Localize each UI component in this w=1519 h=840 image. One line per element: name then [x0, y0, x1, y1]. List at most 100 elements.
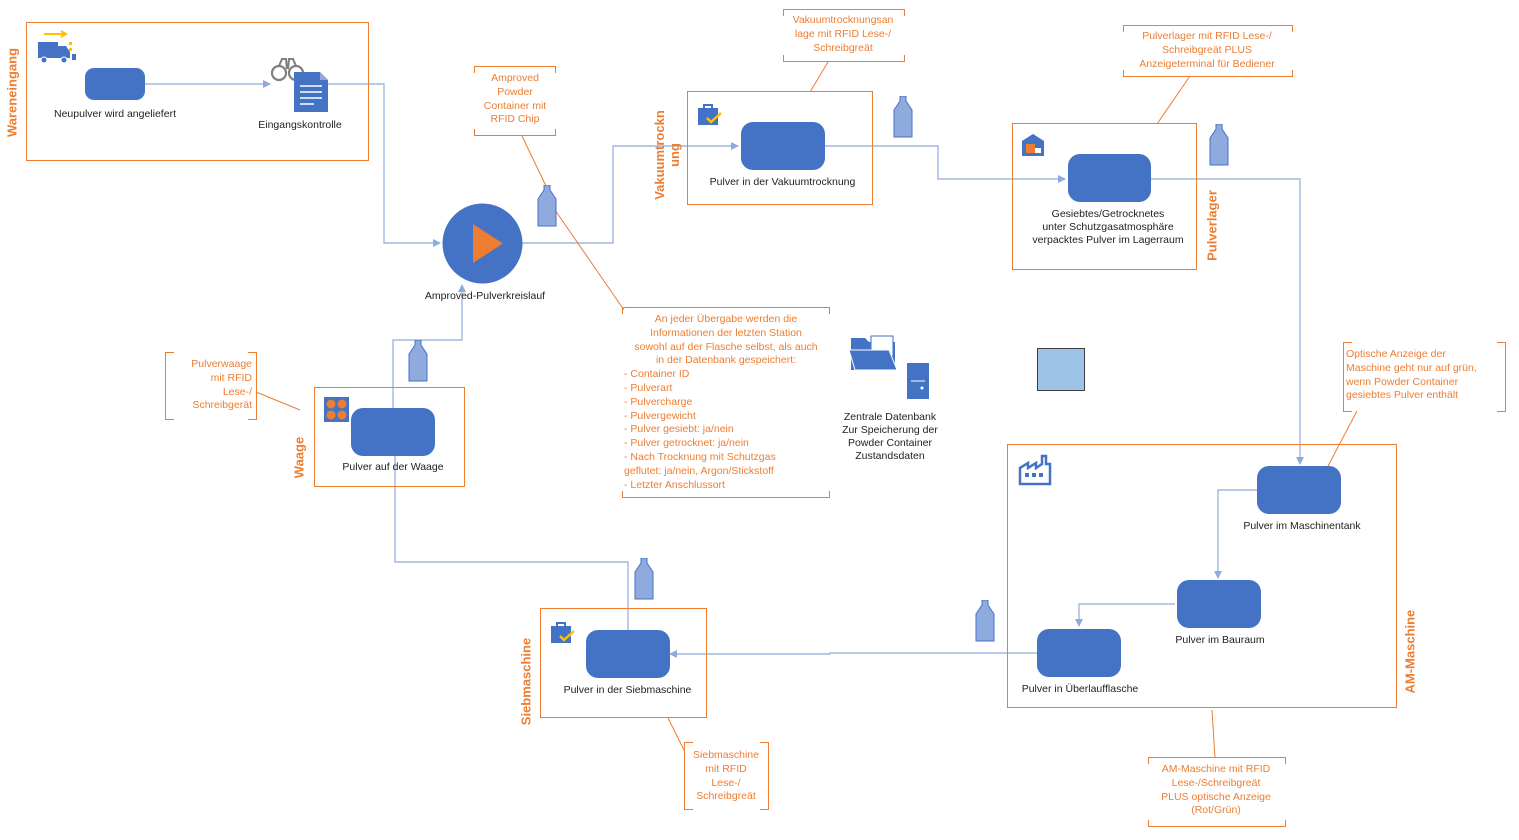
list-item: - Letzter Anschlussort [624, 478, 725, 491]
truck-icon [36, 30, 78, 66]
leader-am-rfid [1211, 709, 1216, 759]
play-icon[interactable] [442, 203, 523, 284]
process-maschinentank-label: Pulver im Maschinentank [1243, 520, 1361, 532]
process-sieb-label: Pulver in der Siebmaschine [563, 684, 692, 696]
list-item: - Nach Trocknung mit Schutzgas geflutet:… [624, 450, 776, 477]
list-item: - Pulver gesiebt: ja/nein [624, 423, 734, 436]
flow-lager-to-tank [1151, 178, 1304, 465]
process-lager[interactable] [1068, 154, 1151, 202]
note-uebergabe: An jeder Übergabe werden die Information… [624, 313, 830, 492]
note-optisch: Optische Anzeige der Maschine geht nur a… [1346, 348, 1477, 402]
process-neupulver-label: Neupulver wird angeliefert [54, 108, 176, 120]
flow-ueberlauf-to-sieb [669, 650, 1037, 658]
note-container: Amproved Powder Container mit RFID Chip [483, 72, 547, 126]
group-vakuumtrocknung [687, 91, 873, 205]
process-ueberlauf[interactable] [1037, 629, 1121, 677]
group-siebmaschine [540, 608, 707, 718]
leader-container [521, 135, 547, 187]
leader-lager-rfid [1156, 75, 1191, 125]
process-waage[interactable] [351, 408, 435, 456]
note-lager-bracket-top [1123, 25, 1293, 32]
process-ueberlauf-label: Pulver in Überlaufflasche [1021, 683, 1139, 695]
bottle-icon [1209, 124, 1229, 166]
note-waage-rfid: Pulverwaage mit RFID Lese-/ Schreibgerät [191, 358, 252, 412]
scale-icon [324, 397, 349, 422]
warehouse-icon [1021, 133, 1047, 157]
note-vakuum-bracket-top [783, 9, 905, 16]
process-eingangskontrolle-label: Eingangskontrolle [258, 119, 342, 131]
group-pulverlager [1012, 123, 1197, 270]
status-square [1037, 348, 1085, 391]
flow-sieb-to-waage [394, 456, 629, 630]
process-vakuum[interactable] [741, 122, 825, 170]
process-kreislauf-label: Amproved-Pulverkreislauf [424, 290, 546, 302]
flow-tank-to-bauraum [1214, 489, 1257, 579]
process-bauraum-label: Pulver im Bauraum [1175, 634, 1265, 646]
note-vakuum-bracket-bottom [783, 55, 905, 62]
process-datenbank-label: Zentrale Datenbank Zur Speicherung der P… [842, 411, 938, 462]
leader-container-to-uebergabe [554, 209, 625, 311]
group-wareneingang [26, 22, 369, 161]
group-vakuumtrocknung-title: Vakuumtrockn ung [652, 110, 682, 200]
leader-vakuum-rfid [809, 61, 829, 93]
note-waage-bracket-right [248, 352, 257, 420]
server-icon [906, 363, 930, 399]
note-uebergabe-bracket-top [622, 307, 830, 314]
note-uebergabe-bracket-bottom [622, 491, 830, 498]
list-item: - Pulverart [624, 381, 673, 394]
note-waage-bracket-left [165, 352, 174, 420]
leader-waage-rfid [255, 391, 301, 411]
note-vakuum-rfid: Vakuumtrocknungsan lage mit RFID Lese-/ … [792, 14, 894, 54]
process-lager-label: Gesiebtes/Getrocknetes unter Schutzgasat… [1032, 208, 1184, 246]
group-am-maschine-title: AM-Maschine [1402, 609, 1418, 694]
process-waage-label: Pulver auf der Waage [342, 461, 444, 473]
note-sieb-bracket-left [684, 742, 693, 810]
flow-kreislauf-to-vakuum [522, 142, 739, 244]
note-am-rfid: AM-Maschine mit RFID Lese-/Schreibgreät … [1161, 763, 1271, 817]
note-am-bracket-top [1148, 757, 1286, 764]
bag-check-icon [697, 102, 723, 126]
note-am-bracket-bottom [1148, 820, 1286, 827]
bottle-icon [537, 185, 557, 227]
process-vakuum-label: Pulver in der Vakuumtrocknung [709, 176, 856, 188]
note-optisch-bracket-left [1343, 342, 1352, 412]
bag-check-icon [550, 620, 576, 644]
note-sieb-rfid: Siebmaschine mit RFID Lese-/ Schreibgreä… [693, 749, 759, 803]
bottle-icon [893, 96, 913, 138]
group-waage-title: Waage [291, 436, 307, 479]
bottle-icon [975, 600, 995, 642]
note-uebergabe-list: - Container ID - Pulverart - Pulvercharg… [624, 368, 830, 492]
list-item: - Pulvergewicht [624, 409, 696, 422]
note-uebergabe-head: An jeder Übergabe werden die Information… [634, 313, 818, 367]
flow-bauraum-to-ueberlauf [1075, 603, 1175, 627]
bottle-icon [408, 340, 428, 382]
process-maschinentank[interactable] [1257, 466, 1341, 514]
note-container-bracket-top [474, 66, 556, 73]
factory-icon [1018, 454, 1052, 486]
flow-kontrolle-to-kreislauf [328, 83, 441, 247]
note-lager-bracket-bottom [1123, 70, 1293, 77]
group-wareneingang-title: Wareneingang [4, 47, 20, 138]
note-lager-rfid: Pulverlager mit RFID Lese-/ Schreibgreät… [1139, 30, 1275, 70]
folder-icon [849, 332, 899, 372]
group-am-maschine [1007, 444, 1397, 708]
group-pulverlager-title: Pulverlager [1204, 190, 1220, 261]
note-optisch-bracket-right [1497, 342, 1506, 412]
list-item: - Pulver getrocknet: ja/nein [624, 437, 749, 450]
flow-waage-to-kreislauf [392, 284, 466, 408]
document-icon [294, 66, 330, 114]
group-siebmaschine-title: Siebmaschine [518, 637, 534, 726]
note-container-bracket-bottom [474, 129, 556, 136]
leader-optisch [1327, 410, 1358, 467]
group-waage [314, 387, 465, 487]
flow-vakuum-to-lager [825, 145, 1066, 183]
list-item: - Container ID [624, 368, 690, 381]
process-sieb[interactable] [586, 630, 670, 678]
leader-sieb-rfid [667, 717, 685, 751]
note-sieb-bracket-right [760, 742, 769, 810]
process-bauraum[interactable] [1177, 580, 1261, 628]
process-neupulver[interactable] [85, 68, 145, 100]
list-item: - Pulvercharge [624, 395, 693, 408]
